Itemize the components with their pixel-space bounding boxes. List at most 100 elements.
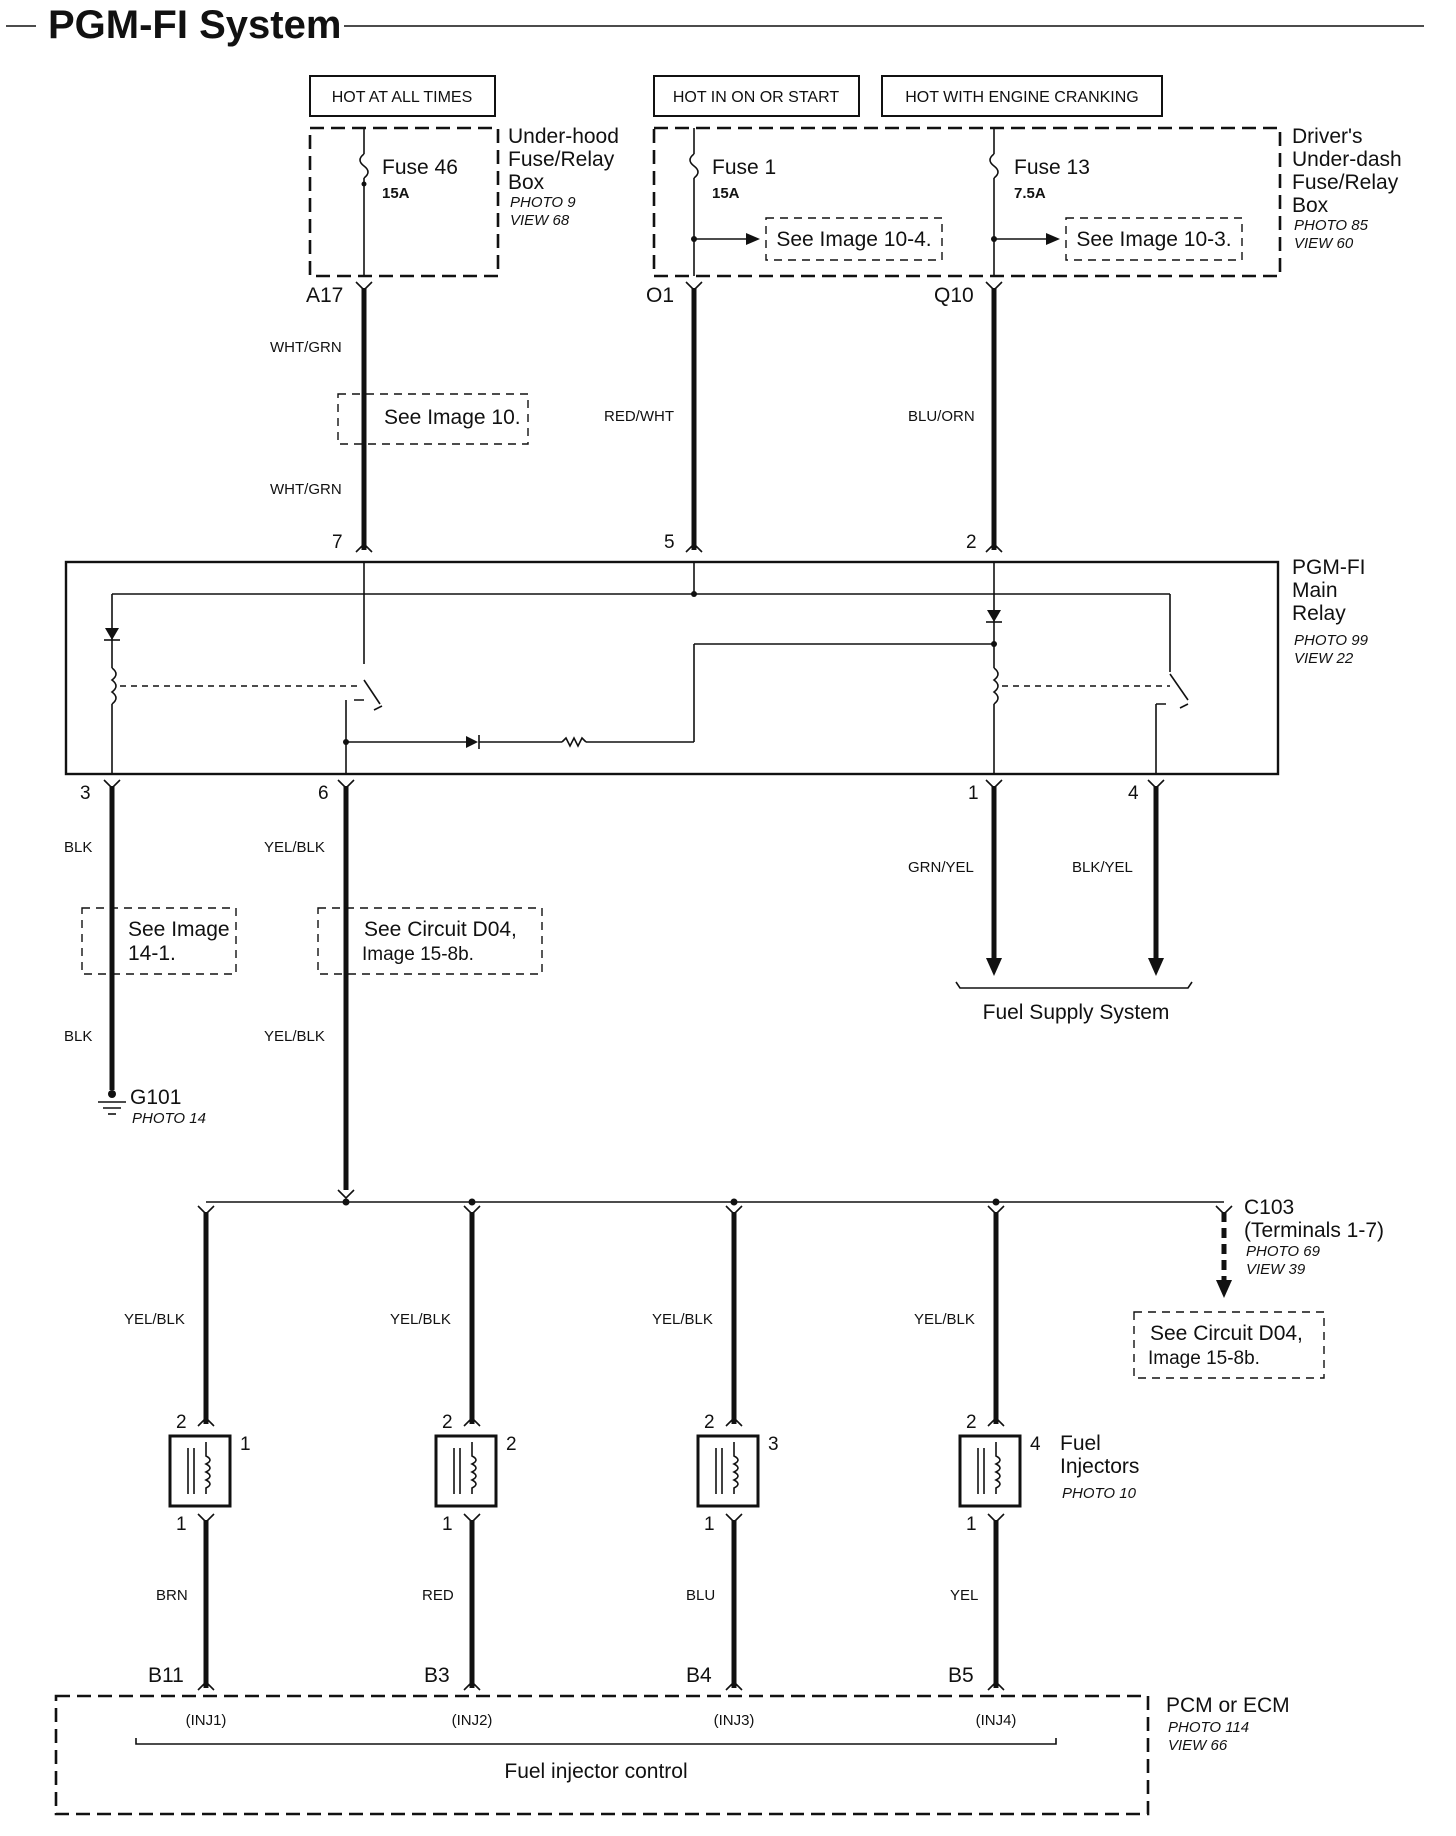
pcm-function-bracket — [135, 1738, 1057, 1745]
injector-2-body — [434, 1434, 498, 1508]
injector-4-wire-bot: YEL — [950, 1587, 978, 1604]
fuse13-rating: 7.5A — [1014, 185, 1046, 202]
injector-channel-2: YEL/BLK 2 2 1 RED B3 (INJ2) — [390, 1205, 517, 1729]
fuse13-ref-arrow — [1046, 233, 1060, 245]
injector-3-pin-bot: 1 — [704, 1514, 715, 1535]
fuse1-ref-label: See Image 10-4. — [776, 228, 931, 251]
injector-2-wire-bot: RED — [422, 1587, 454, 1604]
relay-path-diode — [466, 736, 478, 748]
see-image-14-box — [81, 907, 237, 975]
pcm-name: PCM or ECM — [1166, 1694, 1290, 1717]
wire-label-yel-blk-lower: YEL/BLK — [264, 1028, 325, 1045]
ground-photo: PHOTO 14 — [132, 1110, 206, 1127]
injector-1-wire-top: YEL/BLK — [124, 1311, 185, 1328]
fuse1-ref-arrow — [746, 233, 760, 245]
splice-junction-2 — [468, 1198, 476, 1206]
injectors-photo: PHOTO 10 — [1062, 1485, 1137, 1502]
relay-coil2-diode — [987, 610, 1001, 622]
injector-channel-4: YEL/BLK 2 4 1 YEL B5 (INJ4) — [914, 1205, 1041, 1729]
fuse13-ref-label: See Image 10-3. — [1076, 228, 1231, 251]
injector-3-pcm-connector — [725, 1680, 743, 1691]
relay-switch1-contact — [363, 679, 381, 705]
relay-pin2-connector — [985, 542, 1003, 553]
splice-junction-3 — [730, 1198, 738, 1206]
injector-1-pin-bot: 1 — [176, 1514, 187, 1535]
relay-photo: PHOTO 99 — [1294, 632, 1369, 649]
relay-pin-7: 7 — [332, 532, 343, 553]
wire-label-yel-blk-upper: YEL/BLK — [264, 839, 325, 856]
fuse1-symbol — [689, 153, 699, 179]
injector-2-pin-bot: 1 — [442, 1514, 453, 1535]
fuse13-label: Fuse 13 — [1014, 156, 1090, 179]
injector-4-wire-top: YEL/BLK — [914, 1311, 975, 1328]
relay-coil1-diode — [105, 628, 119, 640]
injector-2-pcm-connector — [463, 1680, 481, 1691]
injector-3-wire-top: YEL/BLK — [652, 1311, 713, 1328]
see-image-14-label-1: See Image — [128, 918, 230, 941]
underhood-box-name-2: Fuse/Relay — [508, 148, 615, 171]
hot-with-engine-cranking-box — [881, 75, 1163, 117]
c103-view: VIEW 39 — [1246, 1261, 1306, 1278]
injectors-name-1: Fuel — [1060, 1432, 1101, 1455]
injector-2-pcm-signal: (INJ2) — [452, 1712, 493, 1729]
underdash-fuse-box — [652, 126, 1282, 278]
wire-label-blk-lower: BLK — [64, 1028, 92, 1045]
pcm-function: Fuel injector control — [504, 1760, 687, 1783]
injector-3-pcm-signal: (INJ3) — [714, 1712, 755, 1729]
circuit-d04-ref-b-2: Image 15-8b. — [1148, 1348, 1260, 1369]
injector-4-pin2-connector — [987, 1416, 1005, 1427]
circuit-d04-ref-box-b — [1133, 1311, 1325, 1379]
underdash-box-name-2: Under-dash — [1292, 148, 1402, 171]
relay-path-resistor — [561, 736, 587, 748]
injector-3-wire-bot: BLU — [686, 1587, 715, 1604]
relay-pin5-connector — [685, 542, 703, 553]
injector-4-pin-bot: 1 — [966, 1514, 977, 1535]
hot-with-engine-cranking-label: HOT WITH ENGINE CRANKING — [905, 89, 1139, 106]
relay-pin-4: 4 — [1128, 783, 1139, 804]
injector-3-number: 3 — [768, 1434, 779, 1455]
ground-junction — [108, 1090, 116, 1098]
hot-at-all-times-label: HOT AT ALL TIMES — [332, 89, 473, 106]
injector-2-pin-top: 2 — [442, 1412, 453, 1433]
wire-label-wht-grn-lower: WHT/GRN — [270, 481, 342, 498]
relay-name-2: Main — [1292, 579, 1338, 602]
underhood-box-name-1: Under-hood — [508, 125, 619, 148]
c103-photo: PHOTO 69 — [1246, 1243, 1321, 1260]
terminal-q10: Q10 — [934, 284, 974, 307]
injector-3-pin-top: 2 — [704, 1412, 715, 1433]
relay-name-1: PGM-FI — [1292, 556, 1366, 579]
injector-4-body — [958, 1434, 1022, 1508]
pcm-box — [54, 1694, 1150, 1816]
hot-at-all-times-box — [309, 75, 496, 117]
injector-3-pcm-pin: B4 — [686, 1664, 712, 1687]
fuse13-ref-box — [1065, 217, 1243, 261]
pcm-photo: PHOTO 114 — [1168, 1719, 1249, 1736]
wire-label-blk-upper: BLK — [64, 839, 92, 856]
fuse1-label: Fuse 1 — [712, 156, 776, 179]
underdash-box-view: VIEW 60 — [1294, 235, 1354, 252]
injector-4-coil — [994, 1442, 1001, 1494]
fuse13-symbol — [989, 153, 999, 179]
see-image-14-label-2: 14-1. — [128, 942, 176, 965]
relay-pin-5: 5 — [664, 532, 675, 553]
injector-4-pin-top: 2 — [966, 1412, 977, 1433]
fuel-supply-bracket — [955, 981, 1193, 989]
relay-pin-6: 6 — [318, 783, 329, 804]
relay-bus-junction — [691, 591, 697, 597]
underhood-box-view: VIEW 68 — [510, 212, 570, 229]
injector-1-pin2-connector — [197, 1416, 215, 1427]
injector-channel-1: YEL/BLK 2 1 1 BRN B11 (INJ1) — [124, 1205, 251, 1729]
pgm-fi-main-relay — [64, 560, 1280, 776]
injectors-name-2: Injectors — [1060, 1455, 1139, 1478]
relay-pin-1: 1 — [968, 783, 979, 804]
splice-connector — [337, 1189, 355, 1200]
injector-1-pcm-pin: B11 — [148, 1664, 184, 1687]
fuse46-rating: 15A — [382, 185, 410, 202]
circuit-d04-ref-a-2: Image 15-8b. — [362, 944, 474, 965]
injector-2-wire-top: YEL/BLK — [390, 1311, 451, 1328]
relay-name-3: Relay — [1292, 602, 1346, 625]
underhood-box-name-3: Box — [508, 171, 545, 194]
relay-coil2-winding — [992, 667, 999, 705]
fuse1-rating: 15A — [712, 185, 740, 202]
page-title: PGM-FI System — [48, 3, 341, 47]
